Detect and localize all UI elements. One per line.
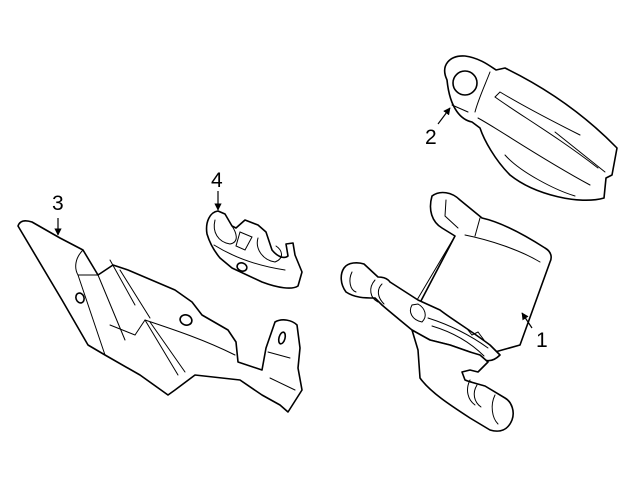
leader-arrow-1 [521,312,533,329]
callout-4: 4 [211,169,223,192]
callout-2: 2 [425,126,437,149]
callout-1: 1 [536,329,548,352]
leader-arrow-2 [437,107,451,125]
callout-3: 3 [52,192,64,215]
